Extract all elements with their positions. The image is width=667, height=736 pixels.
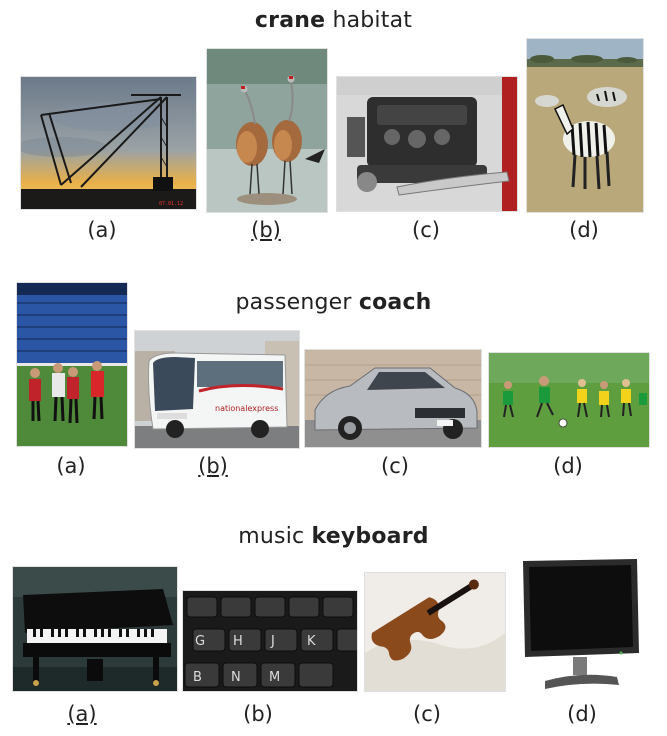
svg-text:N: N <box>231 670 241 685</box>
option-image-grand-piano[interactable] <box>12 566 178 692</box>
option-label-d: (d) <box>567 702 597 726</box>
svg-text:B: B <box>193 670 202 685</box>
svg-text:M: M <box>269 670 280 685</box>
option-label-a: (a) <box>87 218 117 242</box>
option-image-violin[interactable] <box>364 572 506 692</box>
title-bold-word: keyboard <box>311 524 429 549</box>
svg-text:K: K <box>307 634 316 649</box>
title-bold-word: coach <box>358 290 432 315</box>
option-image-zebras[interactable] <box>526 38 644 213</box>
title-plain-word: habitat <box>332 8 413 33</box>
option-label-c: (c) <box>413 702 441 726</box>
option-image-silver-sedan[interactable] <box>304 349 482 448</box>
option-image-coach-bus[interactable]: nationalexpress <box>134 330 300 449</box>
title-plain-word: passenger <box>235 290 352 315</box>
svg-text:J: J <box>270 634 275 649</box>
question-title-2: passenger coach <box>0 290 667 315</box>
title-plain-word: music <box>238 524 305 549</box>
svg-text:07.01.12: 07.01.12 <box>159 201 183 207</box>
option-label-d: (d) <box>553 454 583 478</box>
option-image-kids-soccer[interactable] <box>488 352 650 448</box>
question-title-1: crane habitat <box>0 8 667 33</box>
option-image-car-engine[interactable] <box>336 76 518 212</box>
option-label-d: (d) <box>569 218 599 242</box>
option-label-c: (c) <box>412 218 440 242</box>
title-bold-word: crane <box>254 8 326 33</box>
option-label-b: (b) <box>251 218 281 242</box>
option-label-a: (a) <box>67 702 97 726</box>
option-label-a: (a) <box>56 454 86 478</box>
option-image-crane-birds[interactable] <box>206 48 328 213</box>
option-image-soccer-coaches[interactable] <box>16 282 128 447</box>
svg-text:H: H <box>233 634 243 649</box>
option-label-b: (b) <box>243 702 273 726</box>
option-label-c: (c) <box>381 454 409 478</box>
option-image-computer-monitor[interactable] <box>516 556 644 692</box>
option-image-construction-crane[interactable]: 07.01.12 <box>20 76 197 210</box>
svg-text:nationalexpress: nationalexpress <box>215 404 278 413</box>
option-image-computer-keyboard[interactable]: G H J K B N M <box>182 590 358 692</box>
option-label-b: (b) <box>198 454 228 478</box>
svg-text:G: G <box>195 634 205 649</box>
question-title-3: music keyboard <box>0 524 667 549</box>
